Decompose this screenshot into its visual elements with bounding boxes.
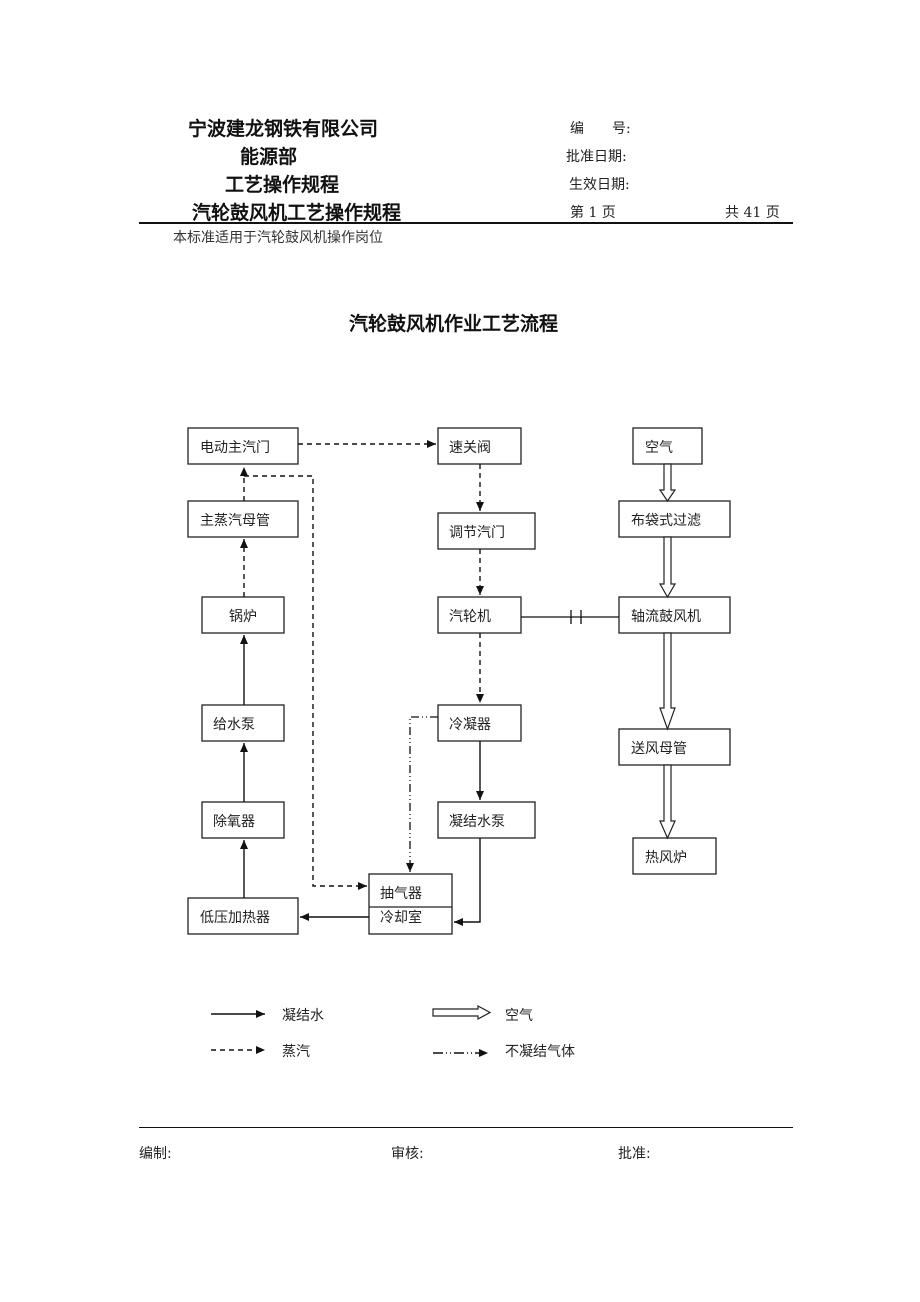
company-name: 宁波建龙钢铁有限公司 — [188, 118, 379, 140]
label-condenser: 冷凝器 — [449, 717, 491, 733]
label-main-steam-header: 主蒸汽母管 — [200, 513, 270, 529]
node-condenser — [437, 704, 522, 742]
legend-hollow-arrow — [432, 1004, 492, 1021]
label-air-header: 送风母管 — [631, 741, 687, 757]
scope-statement: 本标准适用于汽轮鼓风机操作岗位 — [173, 230, 383, 246]
node-electric-main-valve — [187, 427, 299, 465]
header-divider — [139, 222, 793, 224]
label-boiler: 锅炉 — [229, 609, 257, 625]
node-axial-blower — [618, 596, 731, 634]
label-cooling-chamber: 冷却室 — [380, 909, 422, 926]
edge-air-to-filter — [658, 463, 677, 503]
label-deaerator: 除氧器 — [213, 814, 255, 830]
edge-gas-condenser-to-ejector — [406, 716, 438, 872]
label-condensate-pump: 凝结水泵 — [449, 814, 505, 830]
reviewed-by-label: 审核: — [391, 1146, 424, 1162]
department-name: 能源部 — [240, 146, 298, 168]
legend-noncondensable-label: 不凝结气体 — [505, 1044, 575, 1060]
compiled-by-label: 编制: — [139, 1146, 172, 1162]
label-lp-heater: 低压加热器 — [200, 910, 270, 926]
approval-date-label: 批准日期: — [566, 149, 627, 165]
legend-condensate-label: 凝结水 — [282, 1008, 324, 1024]
effective-date-label: 生效日期: — [569, 177, 630, 193]
node-bag-filter — [618, 500, 731, 538]
node-main-steam-header — [187, 500, 299, 538]
approved-by-label: 批准: — [618, 1146, 651, 1162]
label-feed-pump: 给水泵 — [213, 717, 255, 733]
node-lp-heater — [187, 897, 299, 935]
label-regulating-valve: 调节汽门 — [449, 525, 505, 541]
node-regulating-valve — [437, 512, 536, 550]
label-turbine: 汽轮机 — [449, 609, 491, 625]
edge-air-blower-to-header — [659, 632, 676, 731]
legend-steam-label: 蒸汽 — [282, 1044, 310, 1060]
edge-steam-to-ejector — [244, 475, 367, 890]
node-feed-pump — [201, 704, 285, 742]
legend-air-label: 空气 — [505, 1008, 533, 1024]
node-quick-close-valve — [437, 427, 522, 465]
label-hot-blast-stove: 热风炉 — [645, 850, 687, 866]
document-name: 汽轮鼓风机工艺操作规程 — [192, 202, 402, 224]
label-electric-main-valve: 电动主汽门 — [200, 440, 270, 456]
node-air — [632, 427, 703, 465]
node-air-ejector — [368, 873, 453, 935]
flowchart-title: 汽轮鼓风机作业工艺流程 — [349, 313, 559, 335]
label-quick-close-valve: 速关阀 — [449, 440, 491, 456]
label-air: 空气 — [645, 440, 673, 456]
edge-water-pump-to-cooler — [454, 838, 481, 926]
document-type: 工艺操作规程 — [225, 174, 340, 196]
node-condensate-pump — [437, 801, 536, 839]
page-number: 第 1 页 — [570, 205, 616, 221]
label-axial-blower: 轴流鼓风机 — [631, 609, 701, 625]
number-label: 编 号: — [570, 121, 631, 137]
edge-air-header-to-stove — [659, 764, 676, 840]
total-pages: 共 41 页 — [725, 205, 780, 221]
shaft-coupling — [521, 610, 619, 624]
node-deaerator — [201, 801, 285, 839]
node-air-header — [618, 728, 731, 766]
label-bag-filter: 布袋式过滤 — [631, 513, 701, 529]
node-boiler — [201, 596, 285, 634]
edge-air-filter-to-blower — [658, 536, 677, 599]
label-air-ejector: 抽气器 — [380, 886, 422, 902]
node-hot-blast-stove — [632, 837, 717, 875]
footer-divider — [139, 1127, 793, 1128]
legend: 凝结水 蒸汽 空气 不凝结气体 — [211, 1004, 575, 1060]
